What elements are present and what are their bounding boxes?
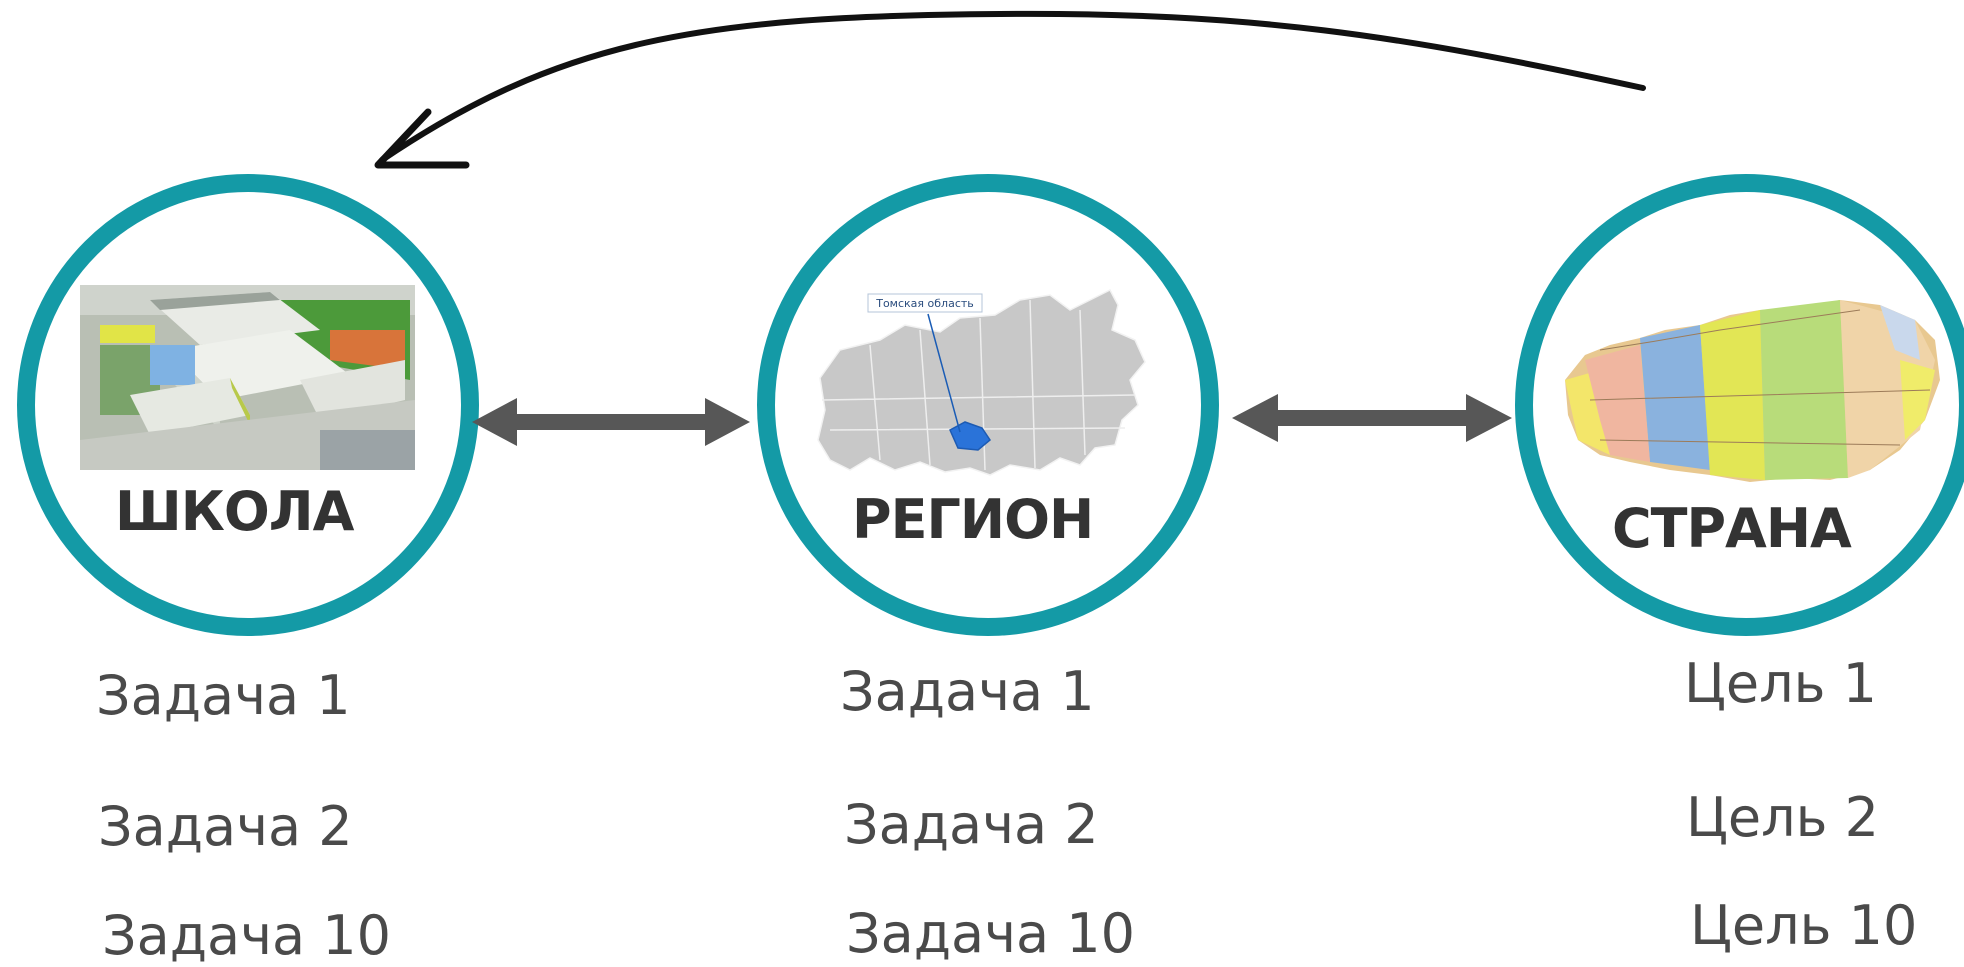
russia-map-gray-image: Томская область bbox=[817, 289, 1146, 476]
country-title: СТРАНА bbox=[1612, 497, 1852, 560]
region-task-2: Задача 2 bbox=[844, 793, 1099, 856]
country-goal-2: Цель 2 bbox=[1686, 786, 1880, 849]
school-building-image bbox=[80, 285, 415, 470]
region-title: РЕГИОН bbox=[852, 488, 1094, 551]
school-title: ШКОЛА bbox=[115, 480, 354, 543]
country-goal-1: Цель 1 bbox=[1684, 652, 1878, 715]
curved-arrow-line bbox=[379, 10, 1646, 163]
country-goal-10: Цель 10 bbox=[1690, 894, 1918, 957]
region-ring bbox=[757, 174, 1219, 636]
double-arrow-region-country bbox=[1232, 394, 1512, 442]
school-ring bbox=[17, 174, 479, 636]
region-task-10: Задача 10 bbox=[846, 902, 1136, 965]
russia-political-map-image bbox=[1565, 300, 1940, 482]
school-task-1: Задача 1 bbox=[96, 664, 351, 727]
school-task-2: Задача 2 bbox=[98, 795, 353, 858]
map-callout-label: Томская область bbox=[875, 297, 974, 310]
double-arrow-school-region bbox=[472, 398, 750, 446]
curved-feedback-arrow bbox=[374, 10, 1646, 169]
country-ring bbox=[1515, 174, 1964, 636]
school-task-10: Задача 10 bbox=[102, 904, 392, 967]
region-task-1: Задача 1 bbox=[840, 660, 1095, 723]
curved-arrow-head bbox=[374, 108, 470, 169]
